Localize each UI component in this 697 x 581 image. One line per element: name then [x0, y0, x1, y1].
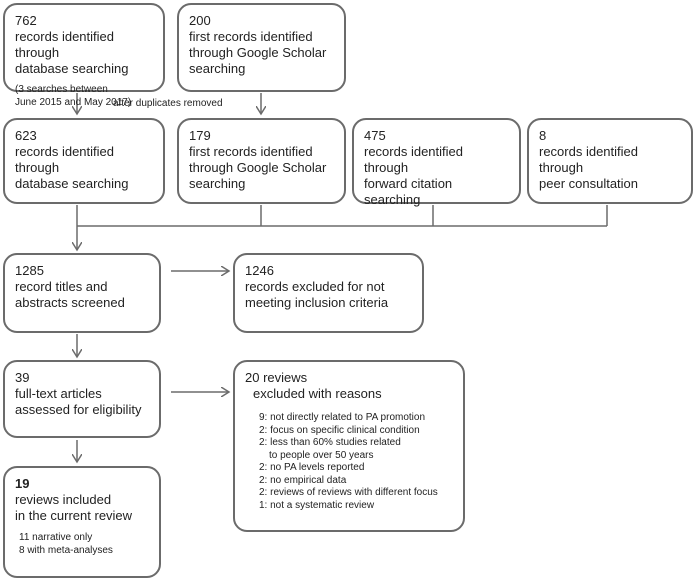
- label: in the current review: [15, 508, 133, 523]
- label: through Google Scholar: [189, 45, 327, 60]
- label: through Google Scholar: [189, 160, 327, 175]
- label: excluded with reasons: [253, 386, 382, 401]
- reason-item: 9: not directly related to PA promotion: [259, 412, 426, 423]
- count: 200: [189, 13, 211, 28]
- label: record titles and: [15, 279, 108, 294]
- box-database-initial: 762 records identified through database …: [3, 3, 165, 108]
- label: assessed for eligibility: [15, 402, 142, 417]
- label: records identified through: [364, 144, 463, 175]
- label: first records identified: [189, 29, 313, 44]
- excluded-count: 20 reviews: [245, 370, 308, 385]
- label: database searching: [15, 176, 129, 191]
- label: forward citation searching: [364, 176, 453, 207]
- label: meeting inclusion criteria: [245, 295, 389, 310]
- box-forward-citation: 475 records identified through forward c…: [352, 118, 521, 207]
- reason-item: 2: reviews of reviews with different foc…: [259, 487, 438, 498]
- duplicates-label: after duplicates removed: [113, 98, 223, 109]
- box-excluded-screening: 1246 records excluded for not meeting in…: [233, 253, 424, 333]
- box-database-dedup: 623 records identified through database …: [3, 118, 165, 204]
- count: 475: [364, 128, 386, 143]
- count: 179: [189, 128, 211, 143]
- included-breakdown: 11 narrative only 8 with meta-analyses: [15, 532, 149, 557]
- note: June 2015 and May 2017): [15, 97, 132, 108]
- label: searching: [189, 61, 246, 76]
- sub-item: 8 with meta-analyses: [19, 544, 113, 556]
- reason-item: 2: less than 60% studies related: [259, 437, 401, 448]
- reason-item: to people over 50 years: [269, 449, 374, 461]
- reason-item: 2: no empirical data: [259, 474, 347, 486]
- reason-item: 1: not a systematic review: [259, 499, 375, 511]
- label: peer consultation: [539, 176, 639, 191]
- box-included: 19 reviews included in the current revie…: [3, 466, 161, 578]
- label: records identified through: [539, 144, 638, 175]
- reason-item: 2: focus on specific clinical condition: [259, 424, 420, 436]
- label: records identified through: [15, 29, 114, 60]
- count: 623: [15, 128, 37, 143]
- count: 8: [539, 128, 547, 143]
- box-screened: 1285 record titles and abstracts screene…: [3, 253, 161, 333]
- label: abstracts screened: [15, 295, 125, 310]
- count: 1285: [15, 263, 44, 278]
- count: 19: [15, 476, 30, 491]
- box-peer-consultation: 8 records identified through peer consul…: [527, 118, 693, 204]
- box-fulltext: 39 full-text articles assessed for eligi…: [3, 360, 161, 438]
- sub-item: 11 narrative only: [19, 532, 93, 543]
- label: full-text articles: [15, 386, 102, 401]
- reason-item: 2: no PA levels reported: [259, 462, 365, 473]
- box-google-scholar-initial: 200 first records identified through Goo…: [177, 3, 346, 92]
- box-google-scholar-dedup: 179 first records identified through Goo…: [177, 118, 346, 204]
- count: 39: [15, 370, 30, 385]
- label: records identified through: [15, 144, 114, 175]
- label: first records identified: [189, 144, 313, 159]
- exclusion-reasons: 9: not directly related to PA promotion …: [245, 412, 453, 512]
- note: (3 searches between: [15, 84, 108, 95]
- box-excluded-fulltext: 20 reviews excluded with reasons 9: not …: [233, 360, 465, 532]
- count: 1246: [245, 263, 274, 278]
- count: 762: [15, 13, 37, 28]
- label: database searching: [15, 61, 129, 76]
- label: searching: [189, 176, 246, 191]
- label: records excluded for not: [245, 279, 385, 294]
- label: reviews included: [15, 492, 112, 507]
